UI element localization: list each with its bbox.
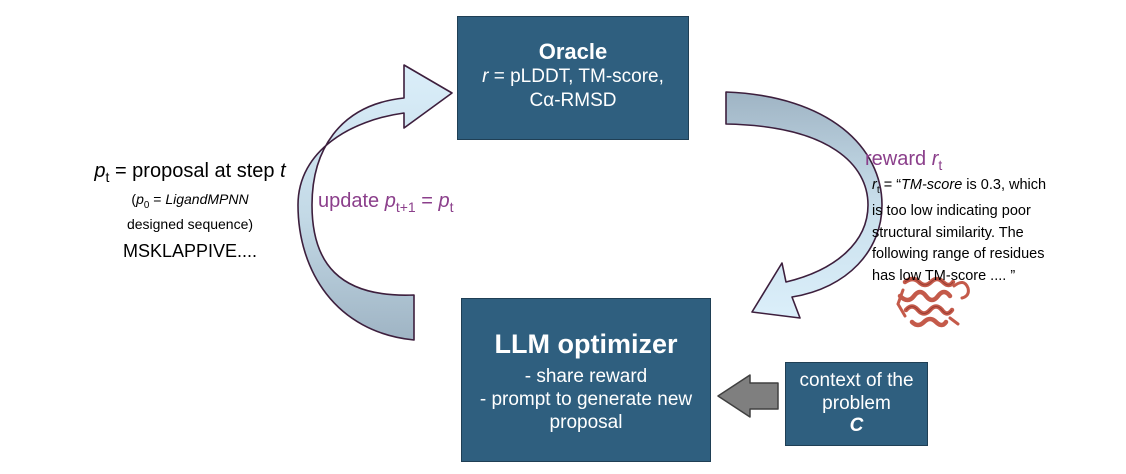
context-symbol: C <box>849 415 864 436</box>
reward-desc-line: following range of residues <box>872 246 1045 263</box>
reward-desc-open: = “ <box>879 177 902 193</box>
context-box: context of the problem C <box>785 362 928 446</box>
reward-description: rt = “TM-score is 0.3, which is too low … <box>872 175 1046 287</box>
update-word: update <box>318 190 385 212</box>
llm-item: proposal <box>549 412 623 433</box>
oracle-title: Oracle <box>538 39 608 64</box>
proposal-text: = proposal at step <box>109 160 281 182</box>
oracle-rmsd-line: Cα-RMSD <box>529 90 617 111</box>
reward-desc-var: r <box>872 177 877 193</box>
reward-word: reward <box>865 148 932 170</box>
update-sub1: t+1 <box>395 199 416 215</box>
llm-optimizer-box: LLM optimizer - share reward - prompt to… <box>461 298 711 462</box>
reward-var: r <box>931 148 939 170</box>
update-var1: p <box>384 190 396 212</box>
initial-proposal-note: (p0 = LigandMPNN <box>70 190 310 215</box>
p0-eq: = <box>149 191 166 207</box>
p0-paren: ( <box>131 191 137 207</box>
p0-sub: 0 <box>143 199 150 211</box>
p0-var: p <box>136 191 144 207</box>
oracle-reward-line: r = pLDDT, TM-score, <box>458 65 688 89</box>
update-eq: = <box>415 190 439 212</box>
proposal-var: p <box>94 160 106 182</box>
context-arrow <box>717 374 779 418</box>
context-line: context of the <box>799 370 914 391</box>
reward-desc-line: is too low indicating poor <box>872 203 1031 220</box>
update-arrow <box>297 64 453 341</box>
llm-item: - share reward <box>524 366 648 387</box>
context-line: problem <box>822 393 891 414</box>
sequence-text: MSKLAPPIVE.... <box>122 240 258 261</box>
update-sub2: t <box>449 199 454 215</box>
reward-sub: t <box>938 157 943 173</box>
proposal-sub: t <box>105 169 110 185</box>
oracle-metrics-text: = pLDDT, TM-score, <box>488 66 664 87</box>
reward-desc-em: TM-score <box>901 177 963 193</box>
reward-arrow <box>725 91 883 319</box>
proposal-block: pt = proposal at step t (p0 = LigandMPNN… <box>70 158 310 263</box>
reward-desc-line: rt = “TM-score is 0.3, which <box>872 175 1046 201</box>
reward-desc-rest: is 0.3, which <box>962 177 1047 193</box>
reward-desc-line: has low TM-score .... ” <box>872 267 1016 284</box>
p0-model: LigandMPNN <box>165 191 249 207</box>
reward-desc-sub: t <box>876 184 880 196</box>
proposal-step-var: t <box>280 160 286 182</box>
llm-optimizer-title: LLM optimizer <box>494 329 678 359</box>
proposal-label: pt = proposal at step t <box>70 158 310 190</box>
initial-proposal-note-2: designed sequence) <box>126 215 254 232</box>
update-var2: p <box>438 190 450 212</box>
oracle-box: Oracle r = pLDDT, TM-score, Cα-RMSD <box>457 16 689 140</box>
update-label: update pt+1 = pt <box>318 190 454 215</box>
oracle-r-symbol: r <box>482 66 489 87</box>
llm-item: - prompt to generate new <box>479 389 693 410</box>
reward-desc-line: structural similarity. The <box>872 224 1024 241</box>
reward-label: reward rt <box>865 148 942 173</box>
